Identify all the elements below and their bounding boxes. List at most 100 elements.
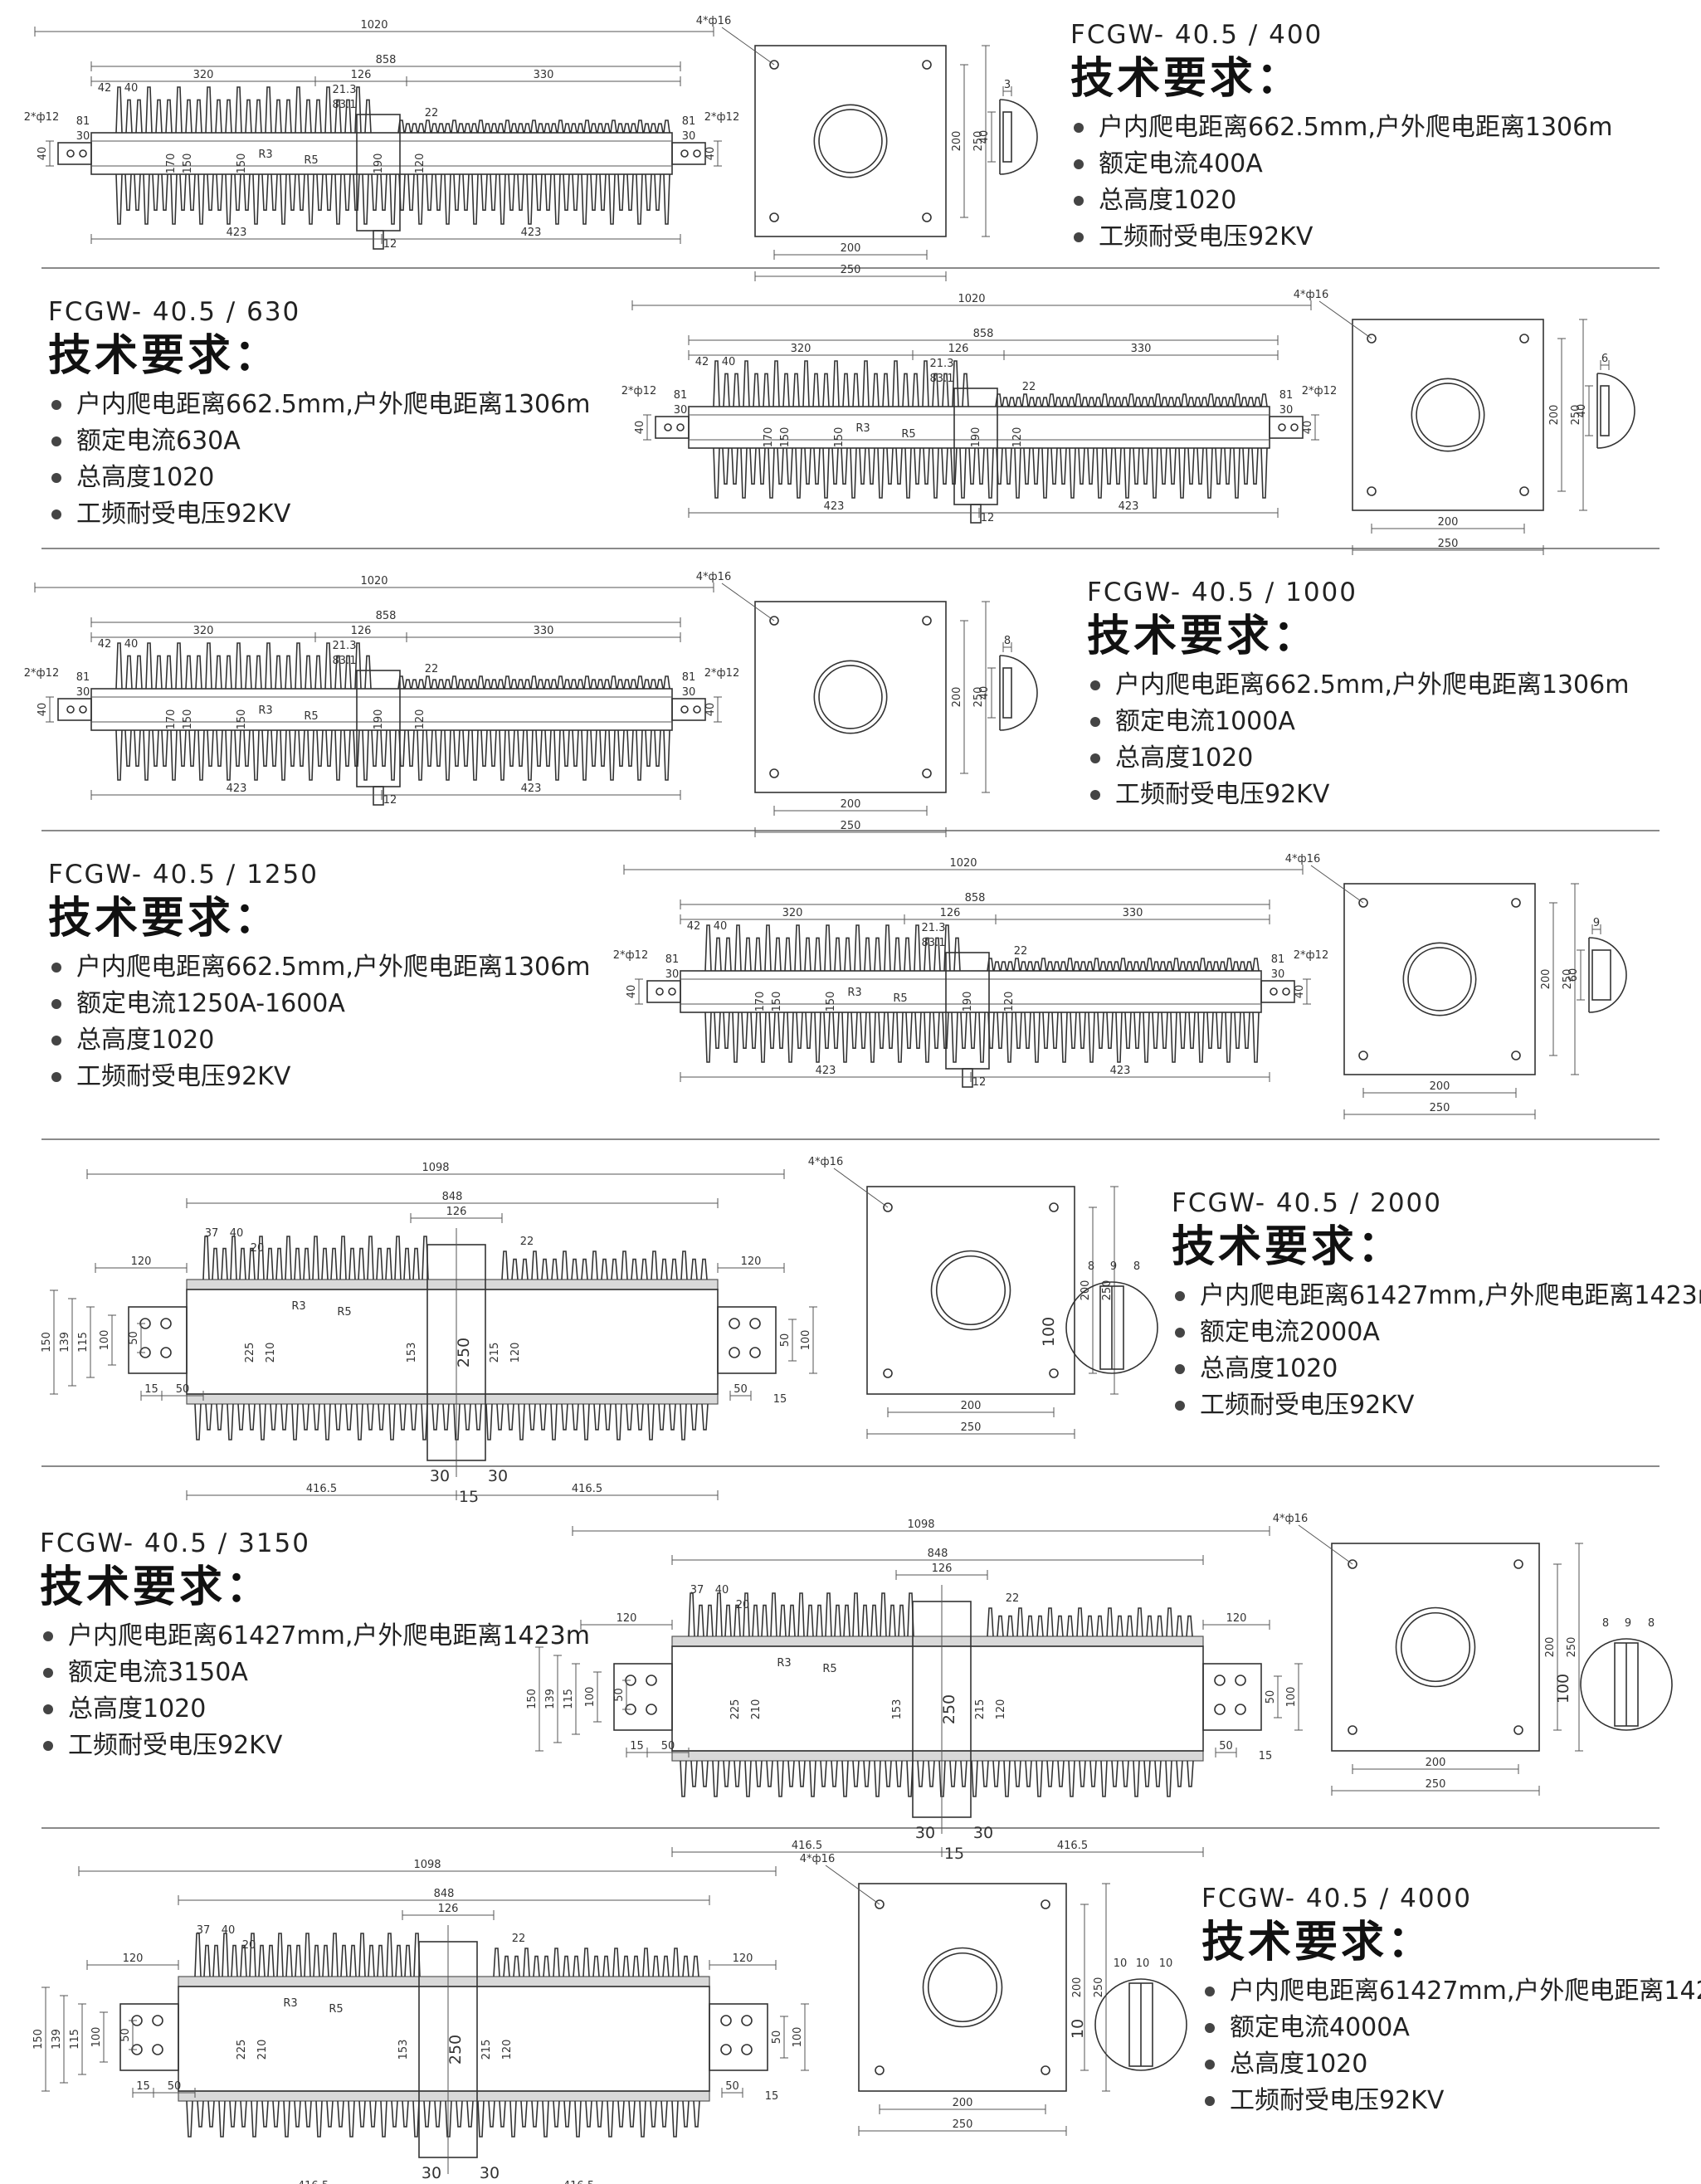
terminal-hole <box>152 2015 163 2026</box>
center-bore-inner <box>1407 947 1472 1012</box>
center-bore <box>813 660 888 734</box>
terminal-arc <box>1596 373 1635 449</box>
spec-list: 户内爬电距离662.5mm,户外爬电距离1306m 额定电流400A 总高度10… <box>1070 110 1668 256</box>
right-terminal <box>671 142 706 165</box>
dimension-label: 12 <box>383 238 397 251</box>
dimension-label: 848 <box>434 1888 455 1900</box>
dimension-label: 416.5 <box>306 1483 337 1495</box>
spec-block-2000: FCGW- 40.5 / 2000 技术要求： 户内爬电距离61427mm,户外… <box>1172 1187 1701 1424</box>
dimension-label: 8 <box>1133 1260 1140 1273</box>
dimension-label: 50 <box>1265 1690 1277 1704</box>
dimension-label: 100 <box>99 1330 111 1351</box>
spec-voltage: 工频耐受电压92KV <box>1172 1387 1701 1424</box>
dimension-label: 30 <box>915 1824 935 1842</box>
center-bore <box>1395 1606 1476 1688</box>
dimension-label: 1020 <box>360 19 387 32</box>
dimension-label: 250 <box>841 820 861 832</box>
dimension-label: 81 <box>682 115 696 128</box>
dimension-label: 50 <box>725 2080 739 2093</box>
mounting-plate <box>858 1883 1067 2092</box>
dimension-label: 423 <box>816 1065 836 1077</box>
left-terminal <box>128 1306 188 1374</box>
terminal-hole <box>160 1318 172 1329</box>
dimension-label: 153 <box>397 2040 410 2060</box>
dimension-label: 170 <box>165 154 178 174</box>
dimension-label: 153 <box>406 1343 418 1363</box>
dimension-label: 170 <box>754 992 767 1012</box>
dimension-label: 37 <box>205 1227 219 1240</box>
insulator-sheds <box>501 1250 708 1280</box>
dimension-label: 10 <box>1069 2019 1087 2039</box>
dimension-label: 115 <box>77 1332 90 1353</box>
dimension-label: 200 <box>1426 1757 1446 1769</box>
dimension-label: 126 <box>351 69 372 81</box>
dimension-label: 200 <box>951 687 963 708</box>
bolt-hole <box>1367 334 1377 344</box>
dimension-label: 40 <box>978 130 991 144</box>
dimension-label: 1098 <box>413 1859 441 1871</box>
dimension-label: 1098 <box>422 1162 449 1174</box>
dimension-label: 40 <box>1302 421 1314 435</box>
bolt-hole <box>769 616 779 626</box>
insulator-sheds <box>987 1607 1193 1637</box>
bolt-hole <box>769 60 779 70</box>
terminal-hole <box>1214 1704 1226 1715</box>
spec-title: 技术要求： <box>48 894 281 943</box>
dimension-label: 12 <box>981 512 995 524</box>
conductor-bar-bottom <box>671 1750 1204 1762</box>
dimension-label: 423 <box>227 227 247 239</box>
dimension-label: 126 <box>932 1562 953 1575</box>
dimension-label: 120 <box>501 2040 514 2060</box>
bolt-hole <box>1511 898 1521 908</box>
dimension-label: 330 <box>1123 907 1143 919</box>
dimension-label: 15 <box>944 1845 964 1863</box>
right-terminal <box>1202 1663 1262 1731</box>
dimension-label: 50 <box>613 1688 626 1702</box>
dimension-label: 22 <box>425 107 439 119</box>
dimension-label: 423 <box>1119 500 1139 513</box>
dimension-label: 416.5 <box>572 1483 602 1495</box>
dimension-label: 320 <box>193 69 214 81</box>
dimension-label: 330 <box>534 625 554 637</box>
dimension-label: 8 <box>1648 1617 1655 1630</box>
dimension-label: 4*ф16 <box>696 15 731 27</box>
dimension-label: 320 <box>193 625 214 637</box>
dimension-label: R5 <box>822 1663 836 1675</box>
dimension-label: 4*ф16 <box>808 1156 843 1168</box>
spec-list: 户内爬电距离61427mm,户外爬电距离1423m 额定电流4000A 总高度1… <box>1201 1973 1701 2119</box>
spec-creepage: 户内爬电距离662.5mm,户外爬电距离1306m <box>1087 667 1684 704</box>
spec-voltage: 工频耐受电压92KV <box>48 1059 646 1095</box>
dimension-label: 150 <box>236 709 248 730</box>
dimension-label: 100 <box>800 1330 812 1351</box>
spec-current: 额定电流1250A-1600A <box>48 986 646 1022</box>
dimension-label: 150 <box>236 154 248 174</box>
dimension-label: 21.3 <box>333 84 357 96</box>
dimension-label: 30 <box>430 1467 450 1485</box>
bolt-hole <box>922 616 932 626</box>
dimension-label: 8 <box>1088 1260 1094 1273</box>
dimension-label: 200 <box>1438 516 1459 529</box>
dimension-label: 30 <box>76 130 90 143</box>
bolt-hole <box>1519 334 1529 344</box>
insulator-sheds <box>194 1403 709 1441</box>
spec-title: 技术要求： <box>1201 1918 1435 1967</box>
dimension-label: 1020 <box>958 293 985 305</box>
dimension-label: 15 <box>459 1488 479 1506</box>
conductor-body <box>671 1645 1204 1752</box>
center-bore <box>930 1250 1011 1331</box>
leader-line <box>1298 1524 1353 1565</box>
dimension-label: 6 <box>1601 353 1608 365</box>
spec-list: 户内爬电距离662.5mm,户外爬电距离1306m 额定电流630A 总高度10… <box>48 387 646 533</box>
dimension-label: 9 <box>1110 1260 1117 1273</box>
insulator-sheds <box>493 1948 699 1977</box>
center-bore <box>1411 378 1485 452</box>
dimension-label: 30 <box>1271 968 1285 981</box>
model-label: FCGW- 40.5 / 3150 <box>40 1528 311 1558</box>
left-terminal <box>646 980 681 1003</box>
spec-height: 总高度1020 <box>48 460 646 496</box>
insulator-sheds <box>688 1592 914 1637</box>
dimension-label: 50 <box>128 1331 140 1345</box>
model-label: FCGW- 40.5 / 1250 <box>48 860 319 890</box>
terminal-hole <box>1235 1675 1246 1686</box>
dimension-label: 120 <box>123 1952 144 1965</box>
